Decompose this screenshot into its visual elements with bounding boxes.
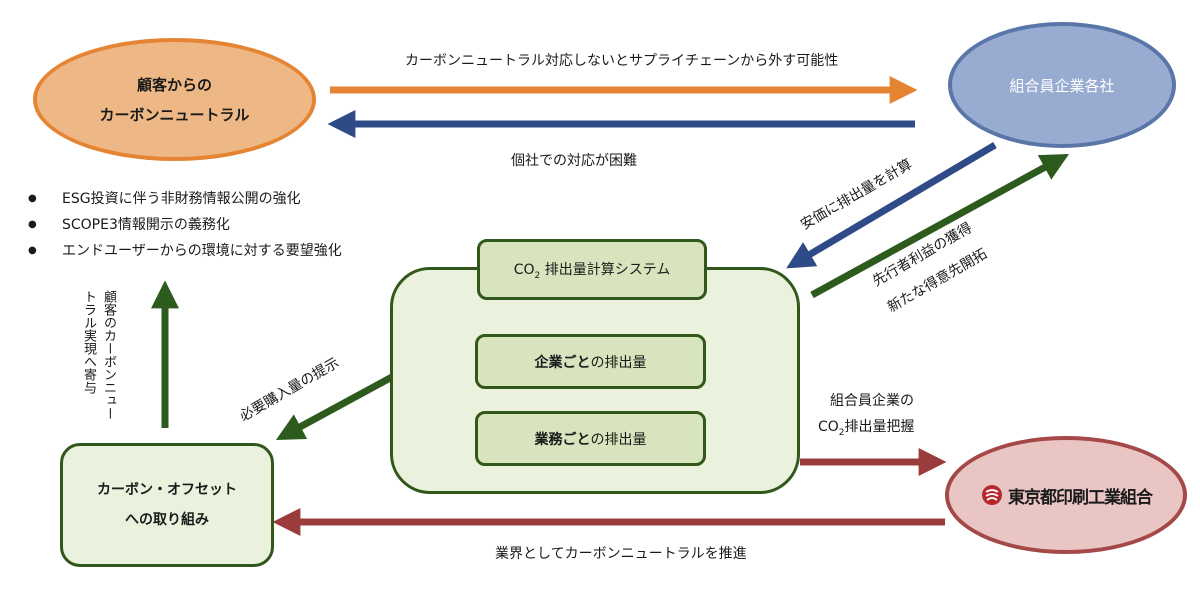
printing-union-node: 東京都印刷工業組合 xyxy=(945,436,1187,554)
label-back-arrow: 個社での対応が困難 xyxy=(511,153,637,169)
label-union-to-offset: 業界としてカーボンニュートラルを推進 xyxy=(495,546,747,562)
union-logo: 東京都印刷工業組合 xyxy=(980,483,1153,508)
bullet-item: SCOPE3情報開示の義務化 xyxy=(28,212,342,238)
system-title-prefix: CO xyxy=(513,261,535,278)
label-union-co-prefix: CO xyxy=(818,419,839,435)
label-system-to-union-2: CO2排出量把握 xyxy=(818,416,915,438)
offset-line2: への取り組み xyxy=(125,512,209,528)
bullet-item: ESG投資に伴う非財務情報公開の強化 xyxy=(28,186,342,212)
arrow-system-to-members xyxy=(810,153,1070,299)
carbon-offset-node: カーボン・オフセット への取り組み xyxy=(60,443,274,567)
label-system-to-union-1: 組合員企業の xyxy=(830,393,914,409)
sub2-rest: の排出量 xyxy=(590,431,647,448)
member-companies-node: 組合員企業各社 xyxy=(948,22,1176,148)
union-name: 東京都印刷工業組合 xyxy=(1008,487,1153,508)
offset-line1: カーボン・オフセット xyxy=(97,482,237,498)
per-company-emissions-box: 企業ごとの排出量 xyxy=(475,334,706,389)
system-title-sub: 2 xyxy=(534,270,541,281)
members-label: 組合員企業各社 xyxy=(1009,76,1115,95)
label-union-co-sub: 2 xyxy=(838,427,845,438)
arrow-system-to-offset xyxy=(275,373,394,441)
label-union-co-suffix: 排出量把握 xyxy=(844,419,915,435)
sub1-rest: の排出量 xyxy=(590,354,647,371)
system-title-suffix: 排出量計算システム xyxy=(540,261,671,278)
customer-carbon-neutral-node: 顧客からの カーボンニュートラル xyxy=(33,38,316,161)
co2-system-title: CO2 排出量計算システム xyxy=(477,239,707,300)
customer-line1: 顧客からの xyxy=(136,75,212,94)
label-top-arrow: カーボンニュートラル対応しないとサプライチェーンから外す可能性 xyxy=(405,53,839,69)
sub2-bold: 業務ごと xyxy=(534,431,591,448)
bullet-item: エンドユーザーからの環境に対する要望強化 xyxy=(28,238,342,264)
vertical-contribution-label: 顧客のカーボンニュートラル実現へ寄与 xyxy=(81,290,116,420)
per-task-emissions-box: 業務ごとの排出量 xyxy=(475,411,706,466)
arrow-members-to-system xyxy=(786,141,997,269)
union-emblem-icon xyxy=(982,485,1002,505)
sub1-bold: 企業ごと xyxy=(534,354,591,371)
customer-line2: カーボンニュートラル xyxy=(99,105,250,124)
drivers-bullet-list: ESG投資に伴う非財務情報公開の強化 SCOPE3情報開示の義務化 エンドユーザ… xyxy=(28,186,342,264)
